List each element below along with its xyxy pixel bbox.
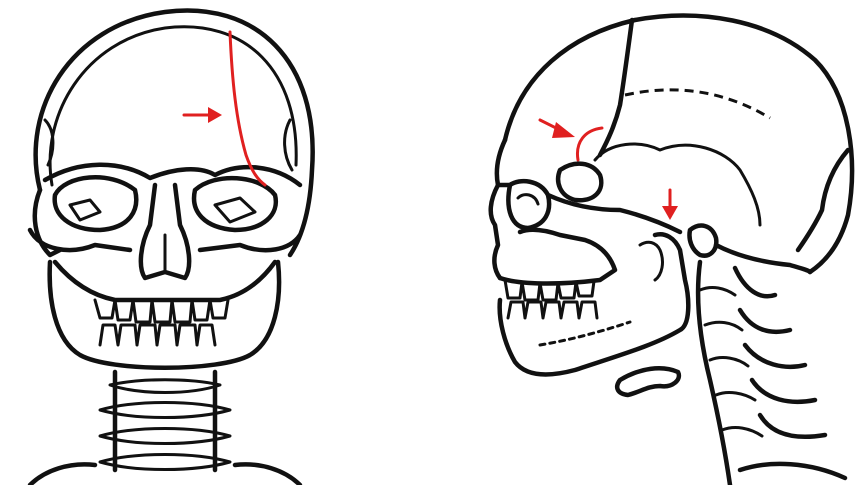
frontal-cranium-inner	[50, 27, 296, 185]
sphenoid-greater-wing	[558, 164, 601, 201]
vertebra-4	[100, 455, 230, 470]
right-clavicle	[235, 464, 300, 485]
occipital-base	[716, 245, 810, 272]
mandible-ramus-notch	[640, 242, 662, 280]
mandible	[50, 262, 279, 368]
vertebra-bodies-lateral	[700, 288, 762, 436]
clavicle-lateral	[740, 464, 845, 478]
lower-teeth-lateral	[508, 302, 597, 318]
vertebra-3	[100, 429, 230, 444]
lower-teeth	[100, 325, 215, 345]
frontal-skull-view	[30, 10, 313, 485]
lateral-arrow-down-icon	[662, 190, 678, 220]
right-orbit	[194, 178, 276, 230]
left-orbit-detail	[70, 200, 100, 220]
hyoid-bone	[617, 368, 679, 395]
squamosal-suture	[595, 144, 760, 225]
coronal-suture	[600, 20, 632, 155]
nasal-profile	[491, 185, 500, 278]
left-orbit	[55, 177, 137, 230]
left-clavicle	[30, 464, 95, 485]
right-suture	[285, 120, 292, 170]
right-zygoma	[200, 235, 300, 250]
upper-teeth	[95, 300, 228, 322]
temporal-line	[625, 90, 770, 118]
lateral-arrow-right-icon	[540, 120, 575, 138]
mandible-dashes	[540, 322, 630, 345]
mastoid-process	[689, 226, 716, 256]
cervical-spine-posterior	[735, 268, 825, 437]
forehead-profile	[497, 140, 510, 185]
frontal-arrow-icon	[184, 107, 222, 123]
vertebra-1	[110, 380, 220, 393]
left-zygoma	[30, 230, 130, 250]
lateral-orbit	[508, 181, 549, 228]
vertebra-2	[100, 403, 230, 418]
orbit-inner	[518, 195, 538, 204]
cervical-spine-lateral	[698, 262, 730, 485]
maxilla-profile	[500, 230, 615, 284]
right-orbit-detail	[215, 198, 255, 222]
lateral-skull-view	[491, 16, 852, 485]
zygomatic-arch	[548, 195, 680, 232]
